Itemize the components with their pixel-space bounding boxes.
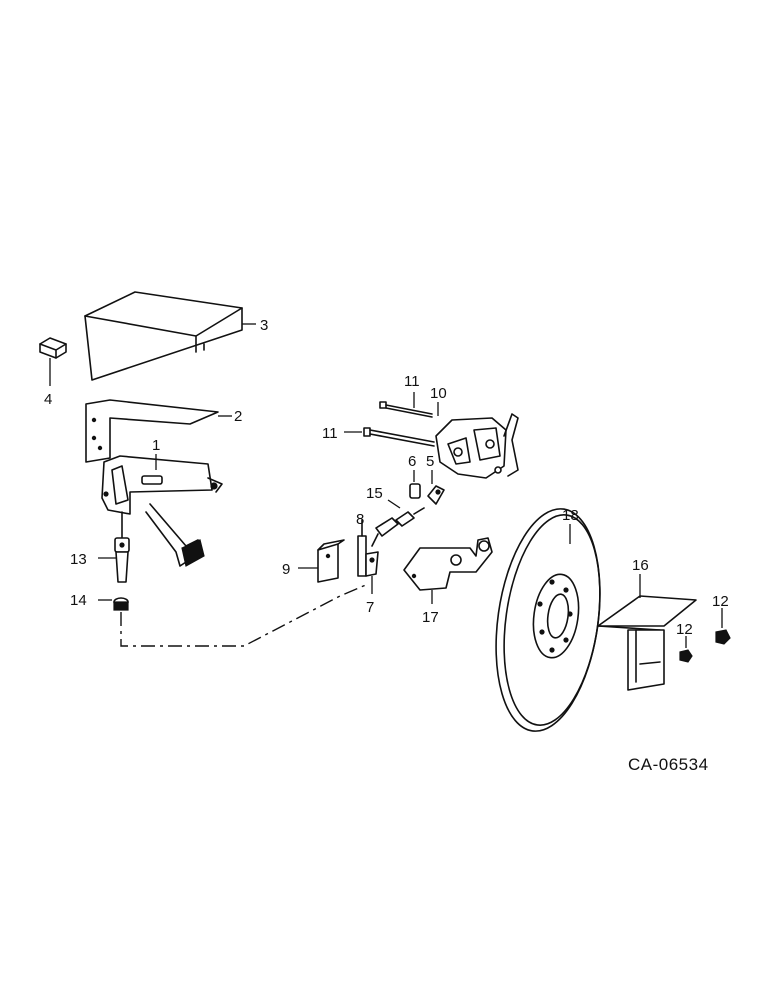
part-4-clip	[39, 337, 67, 359]
part-14-ring	[113, 597, 129, 611]
callout-3: 3	[260, 317, 268, 334]
callout-15: 15	[366, 485, 383, 502]
callout-13: 13	[70, 551, 87, 568]
part-7-line-clip	[365, 551, 379, 577]
callout-10: 10	[430, 385, 447, 402]
part-3-cover-box	[84, 291, 243, 381]
part-9-plate	[317, 539, 345, 583]
part-2-mounting-plate	[85, 399, 219, 463]
part-15-hose-fitting	[371, 507, 425, 547]
part-8-bracket	[357, 519, 367, 577]
callout-11-upper: 11	[404, 373, 420, 390]
diagram-code: CA-06534	[628, 755, 709, 774]
part-5-fitting	[427, 485, 445, 505]
callout-9: 9	[282, 561, 290, 578]
part-10-caliper	[435, 413, 519, 479]
part-11-bolt-lower	[363, 427, 435, 447]
callout-6: 6	[408, 453, 416, 470]
part-12-nut-right	[715, 629, 731, 645]
callout-16: 16	[632, 557, 649, 574]
part-13-push-rod	[114, 511, 130, 583]
part-18-brake-disc	[495, 508, 601, 732]
callout-14: 14	[70, 592, 87, 609]
part-16-shield	[597, 595, 697, 691]
callout-5: 5	[426, 453, 434, 470]
callout-11-lower: 11	[322, 425, 338, 442]
part-17-bracket	[403, 537, 493, 591]
part-12-nut-left	[679, 649, 693, 663]
part-11-bolt-upper	[379, 401, 433, 418]
callout-1: 1	[152, 437, 160, 454]
callout-18: 18	[562, 507, 579, 524]
callout-8: 8	[356, 511, 364, 528]
callout-12-left: 12	[676, 621, 693, 638]
callout-4: 4	[44, 391, 52, 408]
callout-7: 7	[366, 599, 374, 616]
callout-17: 17	[422, 609, 439, 626]
part-6-pin	[409, 483, 421, 499]
part-1-pedal-assembly	[101, 455, 223, 567]
callout-2: 2	[234, 408, 242, 425]
callout-12-right: 12	[712, 593, 729, 610]
connection-line	[120, 583, 369, 647]
